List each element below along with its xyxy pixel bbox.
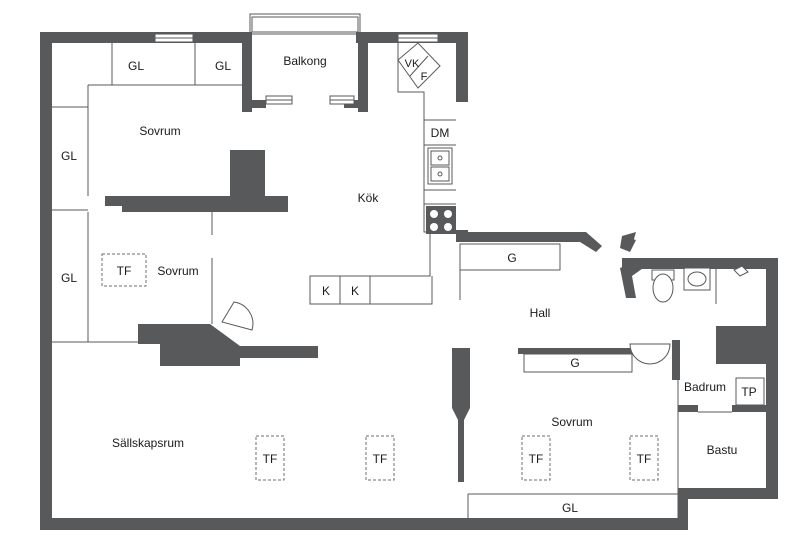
room-label-sovrum-1: Sovrum [139,124,180,138]
room-label-sallskapsrum: Sällskapsrum [112,436,184,450]
fixture-label-gl: GL [128,59,144,73]
windows [154,33,439,105]
room-label-bastu: Bastu [707,443,738,457]
fixture-label-tf: TF [373,452,388,466]
tf-boxes [101,253,659,481]
bathroom-fixtures [651,265,749,304]
fixture-label-k: K [322,284,330,298]
fixture-label-g: G [570,356,579,370]
fixture-label-g: G [507,251,516,265]
fixture-label-f: F [421,71,428,83]
room-labels: Balkong Sovrum Kök Sovrum Hall Sällskaps… [112,54,737,457]
room-label-sovrum-2: Sovrum [157,264,198,278]
fixture-label-gl: GL [215,59,231,73]
fixture-labels: GL GL GL GL GL VK F DM K K G G TP TF TF … [61,58,757,515]
outer-walls [40,32,778,530]
fixture-label-vk: VK [405,58,420,70]
room-label-kok: Kök [358,191,380,205]
doors [221,301,671,365]
room-label-sovrum-3: Sovrum [551,415,592,429]
fixture-label-tf: TF [117,264,132,278]
fixture-label-tf: TF [529,452,544,466]
fixture-label-gl: GL [61,271,77,285]
fixture-label-k: K [351,284,359,298]
fixture-label-tp: TP [741,385,756,399]
entrance-arrow-icon [622,232,636,246]
room-label-balkong: Balkong [283,54,326,68]
room-label-hall: Hall [530,306,551,320]
balcony [242,13,368,112]
fixture-label-dm: DM [431,126,450,140]
fixture-label-gl: GL [61,149,77,163]
room-label-badrum: Badrum [684,380,726,394]
fixture-label-tf: TF [263,452,278,466]
fixture-label-tf: TF [637,452,652,466]
kitchen-appliances [426,147,456,234]
partitions [52,42,765,518]
interior-walls [105,150,766,482]
fixture-label-gl: GL [562,501,578,515]
